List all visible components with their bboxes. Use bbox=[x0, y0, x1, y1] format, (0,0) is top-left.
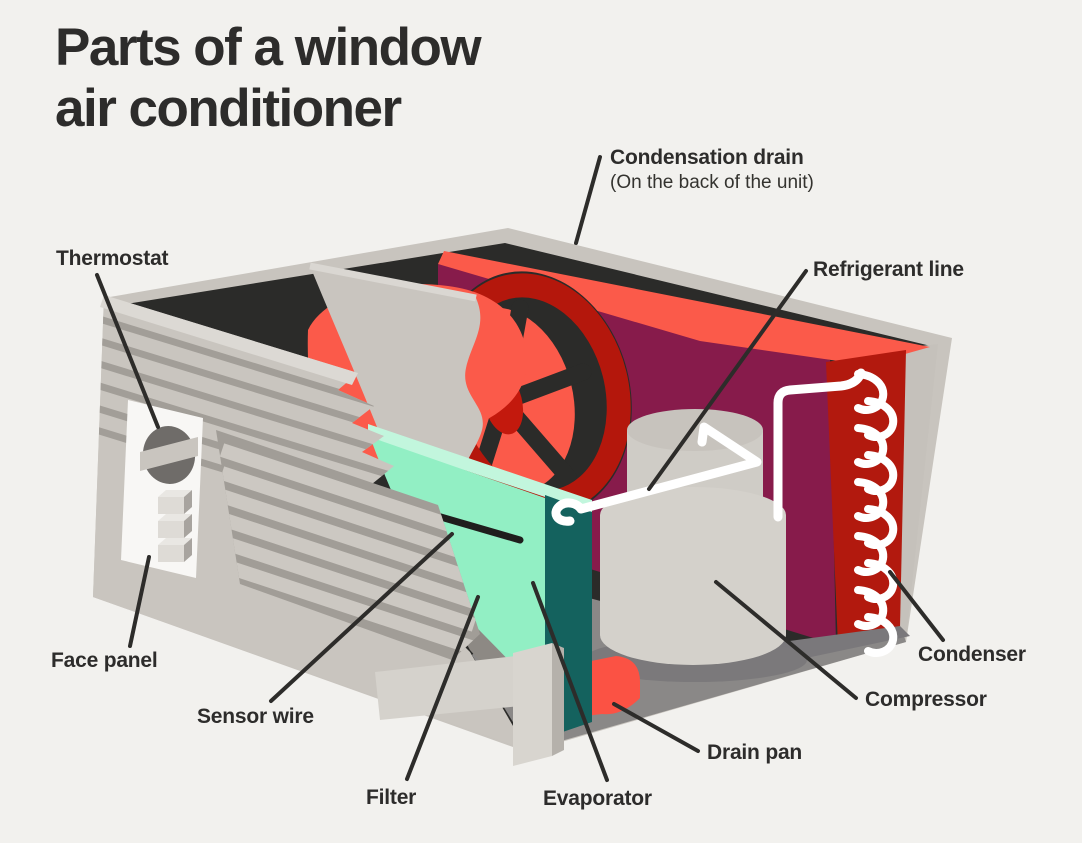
vent-slats bbox=[219, 443, 477, 655]
face-top-trim bbox=[100, 295, 358, 385]
label-thermostat: Thermostat bbox=[56, 247, 169, 270]
page-title: Parts of a window air conditioner bbox=[55, 18, 482, 140]
drain-pan-shape bbox=[586, 656, 640, 716]
label-drain-pan: Drain pan bbox=[707, 741, 803, 764]
leader-compressor bbox=[714, 580, 858, 700]
label-filter: Filter bbox=[366, 786, 417, 809]
page-title-line1: Parts of a window bbox=[55, 18, 482, 77]
leader-face-panel bbox=[128, 555, 151, 648]
condenser-block bbox=[826, 350, 906, 646]
corner-post bbox=[513, 643, 552, 766]
control-buttons bbox=[158, 490, 192, 562]
note-condensation-drain: (On the back of the unit) bbox=[610, 172, 814, 193]
page-title-line2: air conditioner bbox=[55, 78, 402, 138]
leader-lines bbox=[95, 155, 945, 782]
leader-condensation-drain bbox=[574, 155, 602, 245]
leader-evaporator bbox=[531, 581, 609, 782]
corner-post-side bbox=[552, 643, 564, 756]
divider-top-edge bbox=[309, 262, 477, 302]
refrigerant-line-pipe bbox=[551, 368, 866, 526]
leader-refrigerant-line bbox=[647, 269, 808, 491]
thermostat-knob-pointer bbox=[140, 437, 198, 471]
leader-filter bbox=[405, 595, 480, 781]
leader-sensor-wire bbox=[269, 532, 454, 703]
back-panel-top bbox=[438, 251, 930, 365]
leader-condenser bbox=[888, 570, 945, 642]
label-face-panel: Face panel bbox=[51, 649, 158, 672]
filter-top-face bbox=[368, 424, 592, 514]
label-evaporator: Evaporator bbox=[543, 787, 652, 810]
label-refrigerant-line: Refrigerant line bbox=[813, 258, 964, 281]
label-compressor: Compressor bbox=[865, 688, 987, 711]
label-condenser: Condenser bbox=[918, 643, 1026, 666]
leader-thermostat bbox=[95, 273, 160, 429]
leader-drain-pan bbox=[612, 702, 700, 753]
inner-right-wall bbox=[898, 344, 938, 640]
bottom-rail bbox=[375, 656, 520, 720]
compressor-cylinder bbox=[600, 409, 786, 665]
label-sensor-wire: Sensor wire bbox=[197, 705, 314, 728]
label-condensation-drain: Condensation drain bbox=[610, 146, 804, 169]
